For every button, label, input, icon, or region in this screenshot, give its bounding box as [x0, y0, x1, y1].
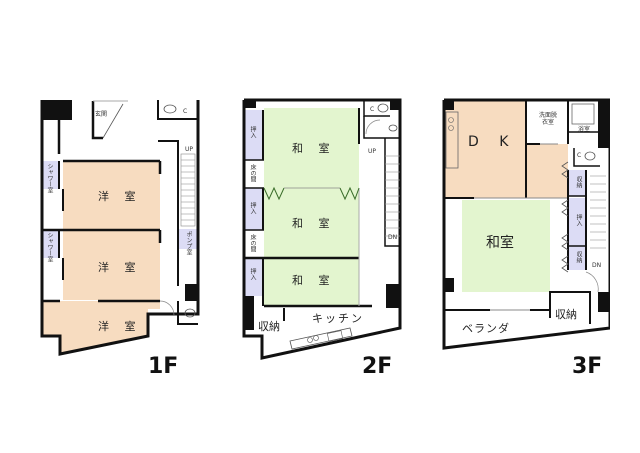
storage-label-2: 収納 [575, 251, 582, 263]
stairs-dn-label: DN [592, 262, 602, 269]
storage-label-1: 収納 [575, 176, 582, 188]
room-label-dk: D K [468, 134, 517, 150]
floor-plan-1f: 洋 室 洋 室 洋 室 玄関 シャワー室 シャワー室 ポンプ室 UP C [38, 96, 208, 356]
floor-plan-3f-drawing [442, 98, 610, 350]
closet-label: 押入 [575, 214, 582, 226]
room-label-western-2: 洋 室 [98, 261, 142, 274]
floor-plan-2f-drawing [242, 98, 402, 360]
closet-label-2: 押入 [249, 202, 256, 214]
room-label-japanese-2: 和 室 [292, 217, 336, 230]
shower-label-2: シャワー室 [46, 232, 53, 262]
storage-label: 収納 [258, 320, 280, 333]
floor-plan-2f: 和 室 和 室 和 室 押入 床の間 押入 床の間 押入 UP DN C 収納 … [240, 96, 410, 361]
room-label-japanese-1: 和 室 [292, 142, 336, 155]
balcony-label: ベランダ [462, 322, 510, 335]
entrance-label: 玄関 [95, 111, 108, 118]
stairs-up-label: UP [368, 148, 377, 155]
kitchen-label: キッチン [312, 312, 364, 325]
floor-plan-3f: D K 和室 洗面脱衣室 浴室 C 収納 押入 収納 DN 収納 ベランダ [440, 96, 610, 354]
toilet-label: C [577, 152, 582, 159]
washroom-label: 洗面脱衣室 [538, 112, 557, 126]
toilet-label: C [183, 108, 188, 115]
storage-room-label: 収納 [555, 308, 577, 321]
floor-label-3f: 3F [572, 354, 603, 379]
stairs-up-label: UP [185, 146, 194, 153]
floor-plan-1f-drawing [40, 100, 200, 356]
closet-label-1: 押入 [249, 126, 256, 138]
closet-label-3: 押入 [249, 268, 256, 280]
room-label-western-1: 洋 室 [98, 190, 142, 203]
stairs-dn-label: DN [388, 234, 398, 241]
shower-label-1: シャワー室 [46, 163, 53, 193]
toilet-label: C [370, 106, 375, 113]
alcove-label-1: 床の間 [249, 164, 256, 182]
alcove-label-2: 床の間 [249, 234, 256, 252]
room-label-japanese: 和室 [486, 235, 514, 251]
room-label-japanese-3: 和 室 [292, 274, 336, 287]
pump-room-label: ポンプ室 [185, 231, 192, 255]
floor-label-1f: 1F [148, 354, 179, 379]
room-label-western-3: 洋 室 [98, 320, 142, 333]
floor-label-2f: 2F [362, 354, 393, 379]
bath-label: 浴室 [578, 126, 591, 133]
